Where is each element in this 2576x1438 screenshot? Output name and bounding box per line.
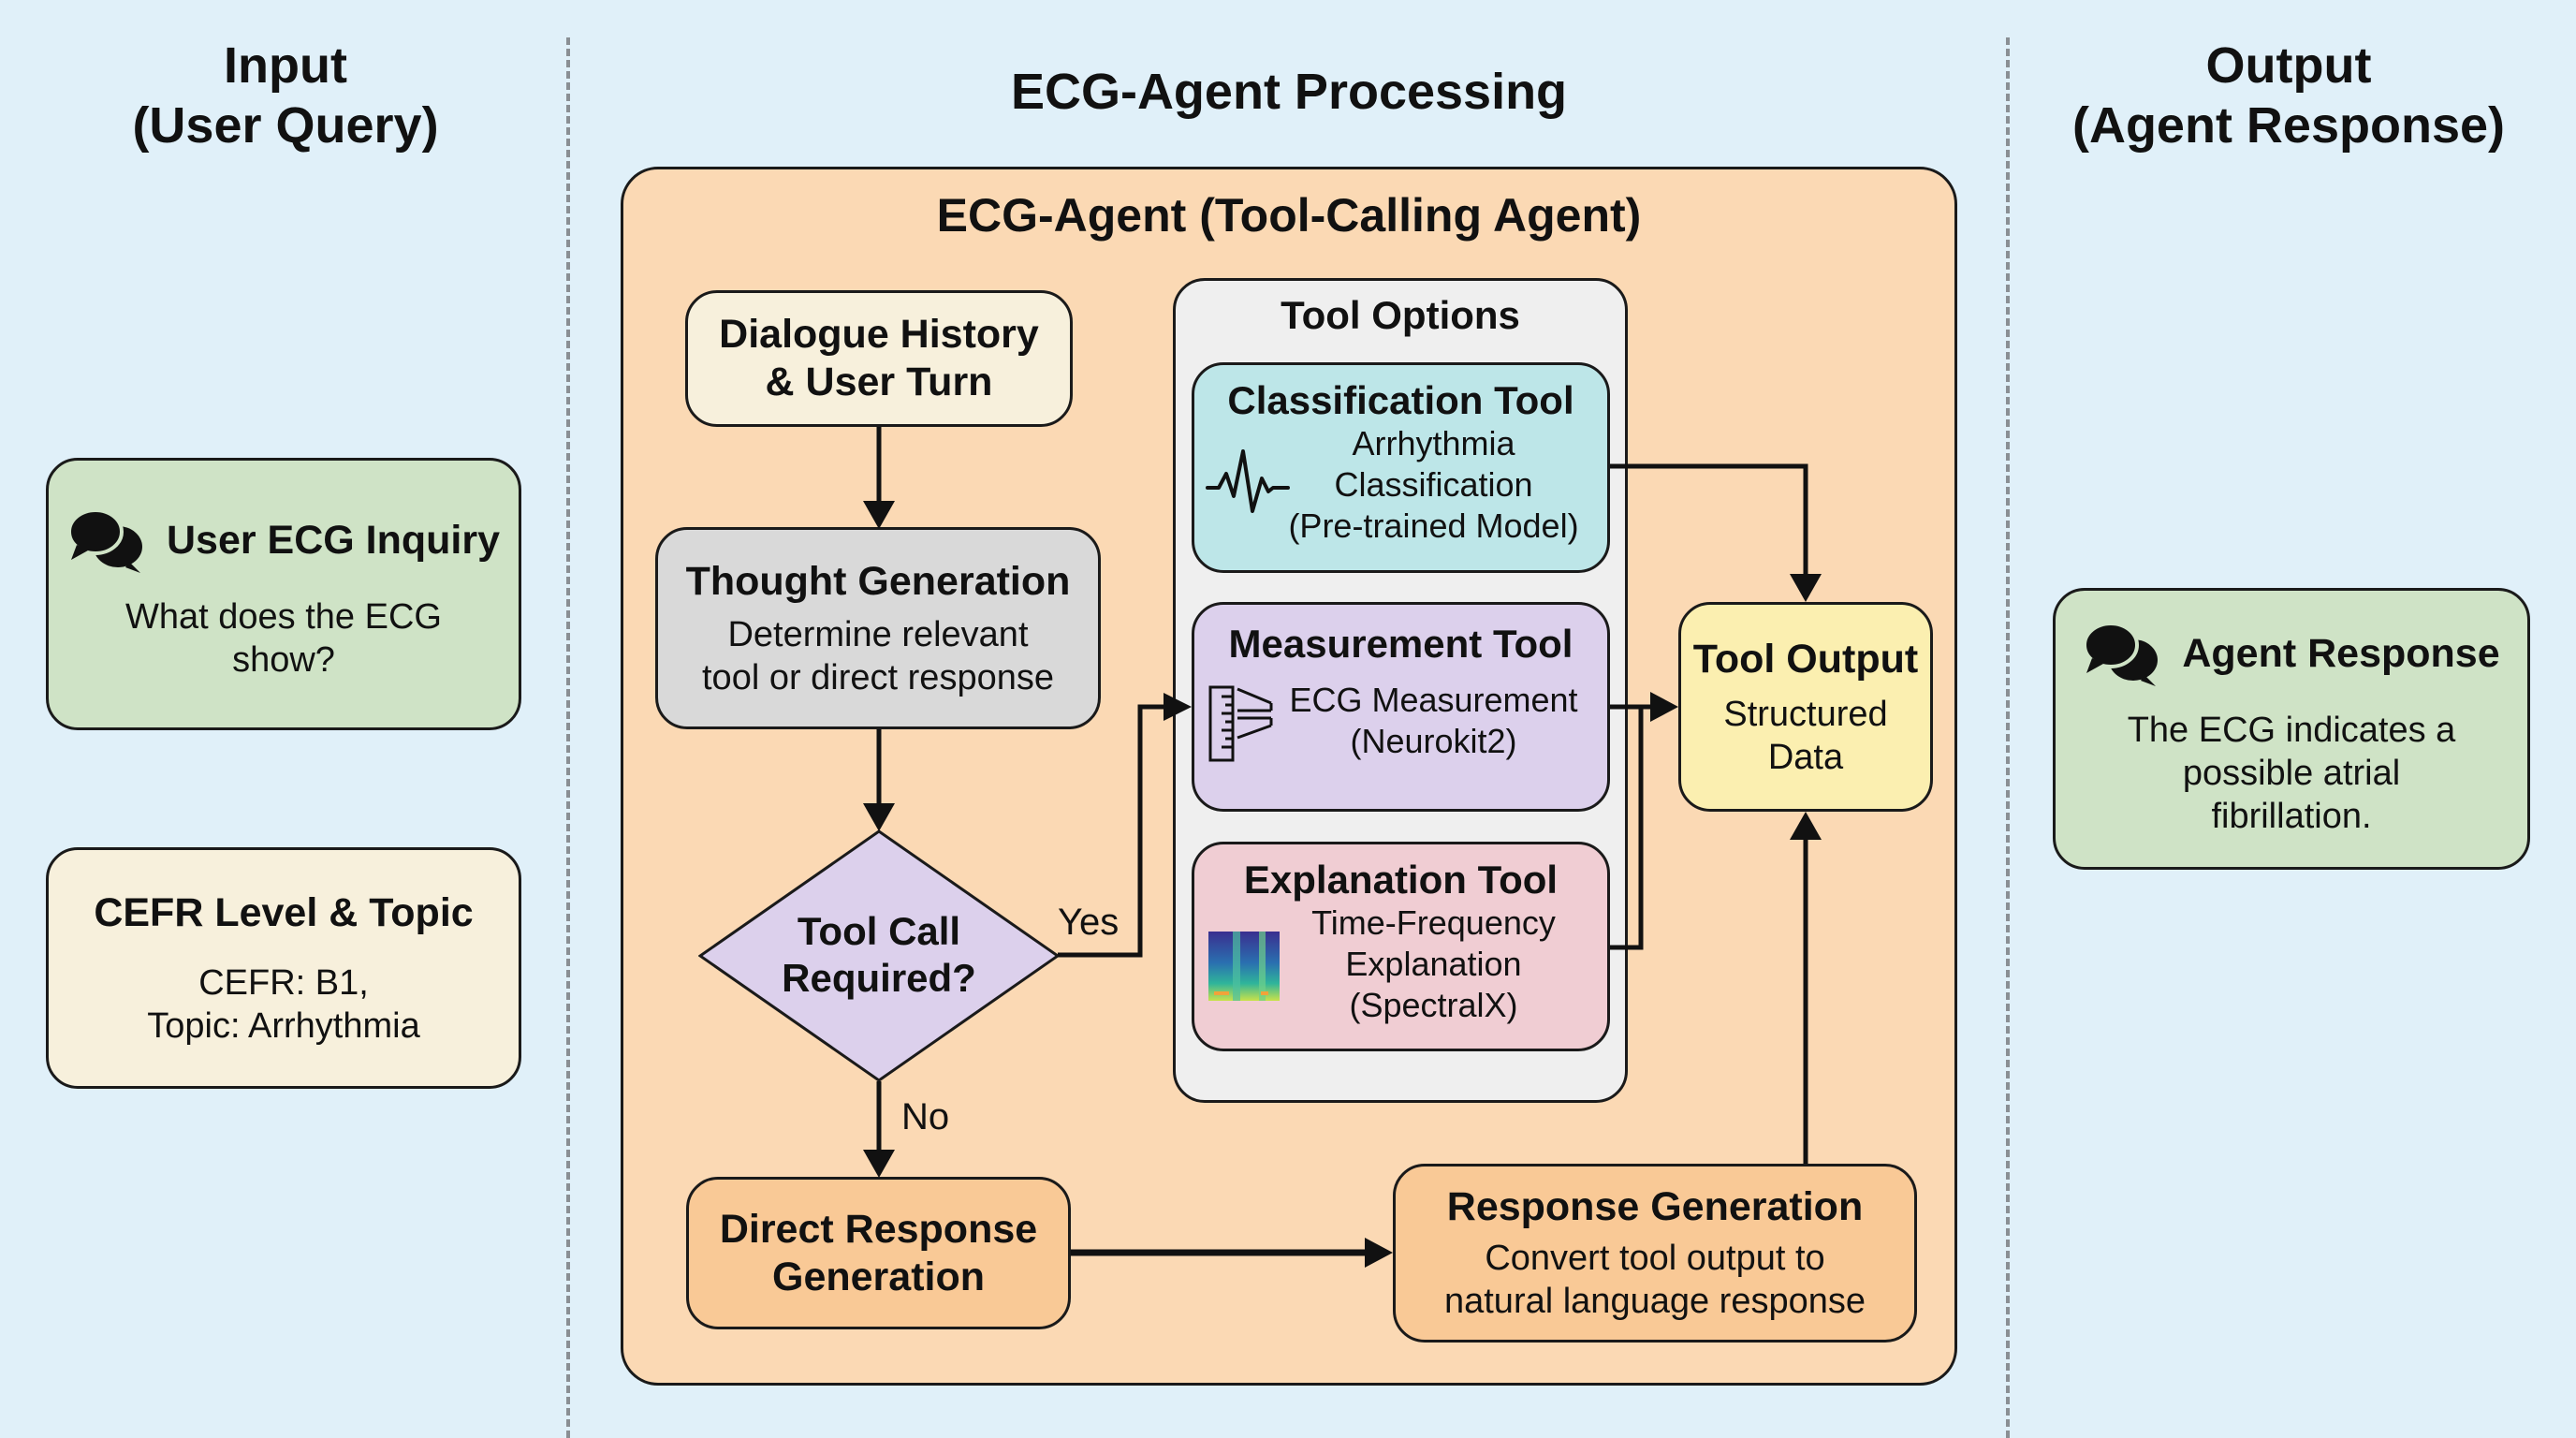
classification-tool-text-2: Classification <box>1334 465 1533 504</box>
decision-line1: Tool Call <box>797 909 961 953</box>
yes-branch-label: Yes <box>1058 902 1120 943</box>
chat-bubbles-icon <box>66 507 142 573</box>
classification-tool-title: Classification Tool <box>1227 378 1574 422</box>
measurement-tool-text-2: (Neurokit2) <box>1350 722 1517 760</box>
explanation-tool-text-3: (SpectralX) <box>1349 986 1518 1024</box>
direct-response-line2: Generation <box>772 1254 985 1299</box>
tool-output-text-2: Data <box>1767 737 1844 777</box>
explanation-tool-text-1: Time-Frequency <box>1311 903 1556 942</box>
agent-response-text-1: The ECG indicates a <box>2127 710 2456 750</box>
thought-generation-text-2: tool or direct response <box>702 657 1054 697</box>
output-title-line2: (Agent Response) <box>2071 97 2506 154</box>
cefr-topic-text: Topic: Arrhythmia <box>147 1005 420 1046</box>
thought-generation-title: Thought Generation <box>685 558 1071 604</box>
direct-response-node[interactable]: Direct Response Generation <box>686 1177 1071 1329</box>
agent-response-title: Agent Response <box>2182 631 2500 676</box>
agent-response-text-2: possible atrial <box>2182 753 2401 793</box>
output-column-title: Output (Agent Response) <box>2041 36 2537 155</box>
explanation-tool-text-2: Explanation <box>1345 945 1522 983</box>
measurement-tool-title: Measurement Tool <box>1228 622 1573 666</box>
user-ecg-inquiry-text-1: What does the ECG <box>125 596 442 637</box>
cefr-level-text: CEFR: B1, <box>198 962 369 1003</box>
divider-input-processing <box>566 37 570 1438</box>
response-generation-title: Response Generation <box>1446 1184 1864 1229</box>
measurement-tool-text-1: ECG Measurement <box>1289 681 1578 719</box>
response-generation-text-1: Convert tool output to <box>1485 1239 1825 1278</box>
direct-response-line1: Direct Response <box>719 1206 1038 1252</box>
thought-generation-text-1: Determine relevant <box>727 614 1029 654</box>
dialogue-history-line1: Dialogue History <box>719 312 1039 357</box>
tool-options-title: Tool Options <box>1281 293 1520 337</box>
response-generation-text-2: natural language response <box>1443 1282 1866 1321</box>
tool-call-decision-label: Tool Call Required? <box>698 908 1060 1002</box>
tool-output-title: Tool Output <box>1692 636 1919 682</box>
cefr-card-title: CEFR Level & Topic <box>94 889 474 935</box>
user-ecg-inquiry-title: User ECG Inquiry <box>166 518 501 563</box>
spectrogram-icon <box>1208 932 1280 1001</box>
ecg-waveform-icon <box>1206 449 1290 513</box>
dialogue-history-line2: & User Turn <box>765 360 993 404</box>
chat-bubbles-icon <box>2083 621 2159 686</box>
input-title-line1: Input <box>224 37 347 94</box>
classification-tool-card[interactable]: Classification Tool Arrhythmia Classific… <box>1192 362 1610 573</box>
user-ecg-inquiry-card[interactable]: User ECG Inquiry What does the ECG show? <box>46 458 521 730</box>
tool-output-text-1: Structured <box>1723 694 1888 734</box>
processing-column-title: ECG-Agent Processing <box>1010 64 1568 120</box>
ecg-agent-title: ECG-Agent (Tool-Calling Agent) <box>936 189 1642 242</box>
tool-call-decision-diamond[interactable] <box>698 829 1060 1082</box>
agent-response-text-3: fibrillation. <box>2211 796 2372 836</box>
input-column-title: Input (User Query) <box>56 36 515 155</box>
measurement-tool-card[interactable]: Measurement Tool ECG Measurement (Neurok… <box>1192 602 1610 812</box>
agent-response-card[interactable]: Agent Response The ECG indicates a possi… <box>2053 588 2530 870</box>
response-generation-node[interactable]: Response Generation Convert tool output … <box>1393 1164 1917 1343</box>
user-ecg-inquiry-text-2: show? <box>232 639 335 680</box>
cefr-level-topic-card[interactable]: CEFR Level & Topic CEFR: B1, Topic: Arrh… <box>46 847 521 1089</box>
classification-tool-text-3: (Pre-trained Model) <box>1288 506 1579 545</box>
output-title-line1: Output <box>2205 37 2372 94</box>
tool-output-node[interactable]: Tool Output Structured Data <box>1678 602 1933 812</box>
thought-generation-node[interactable]: Thought Generation Determine relevant to… <box>655 527 1101 729</box>
explanation-tool-title: Explanation Tool <box>1243 858 1559 902</box>
decision-line2: Required? <box>782 956 976 1000</box>
ruler-caliper-icon <box>1208 685 1273 762</box>
no-branch-label: No <box>901 1096 950 1137</box>
input-title-line2: (User Query) <box>132 97 439 154</box>
classification-tool-text-1: Arrhythmia <box>1352 424 1515 462</box>
dialogue-history-node[interactable]: Dialogue History & User Turn <box>685 290 1073 427</box>
divider-processing-output <box>2006 37 2010 1438</box>
